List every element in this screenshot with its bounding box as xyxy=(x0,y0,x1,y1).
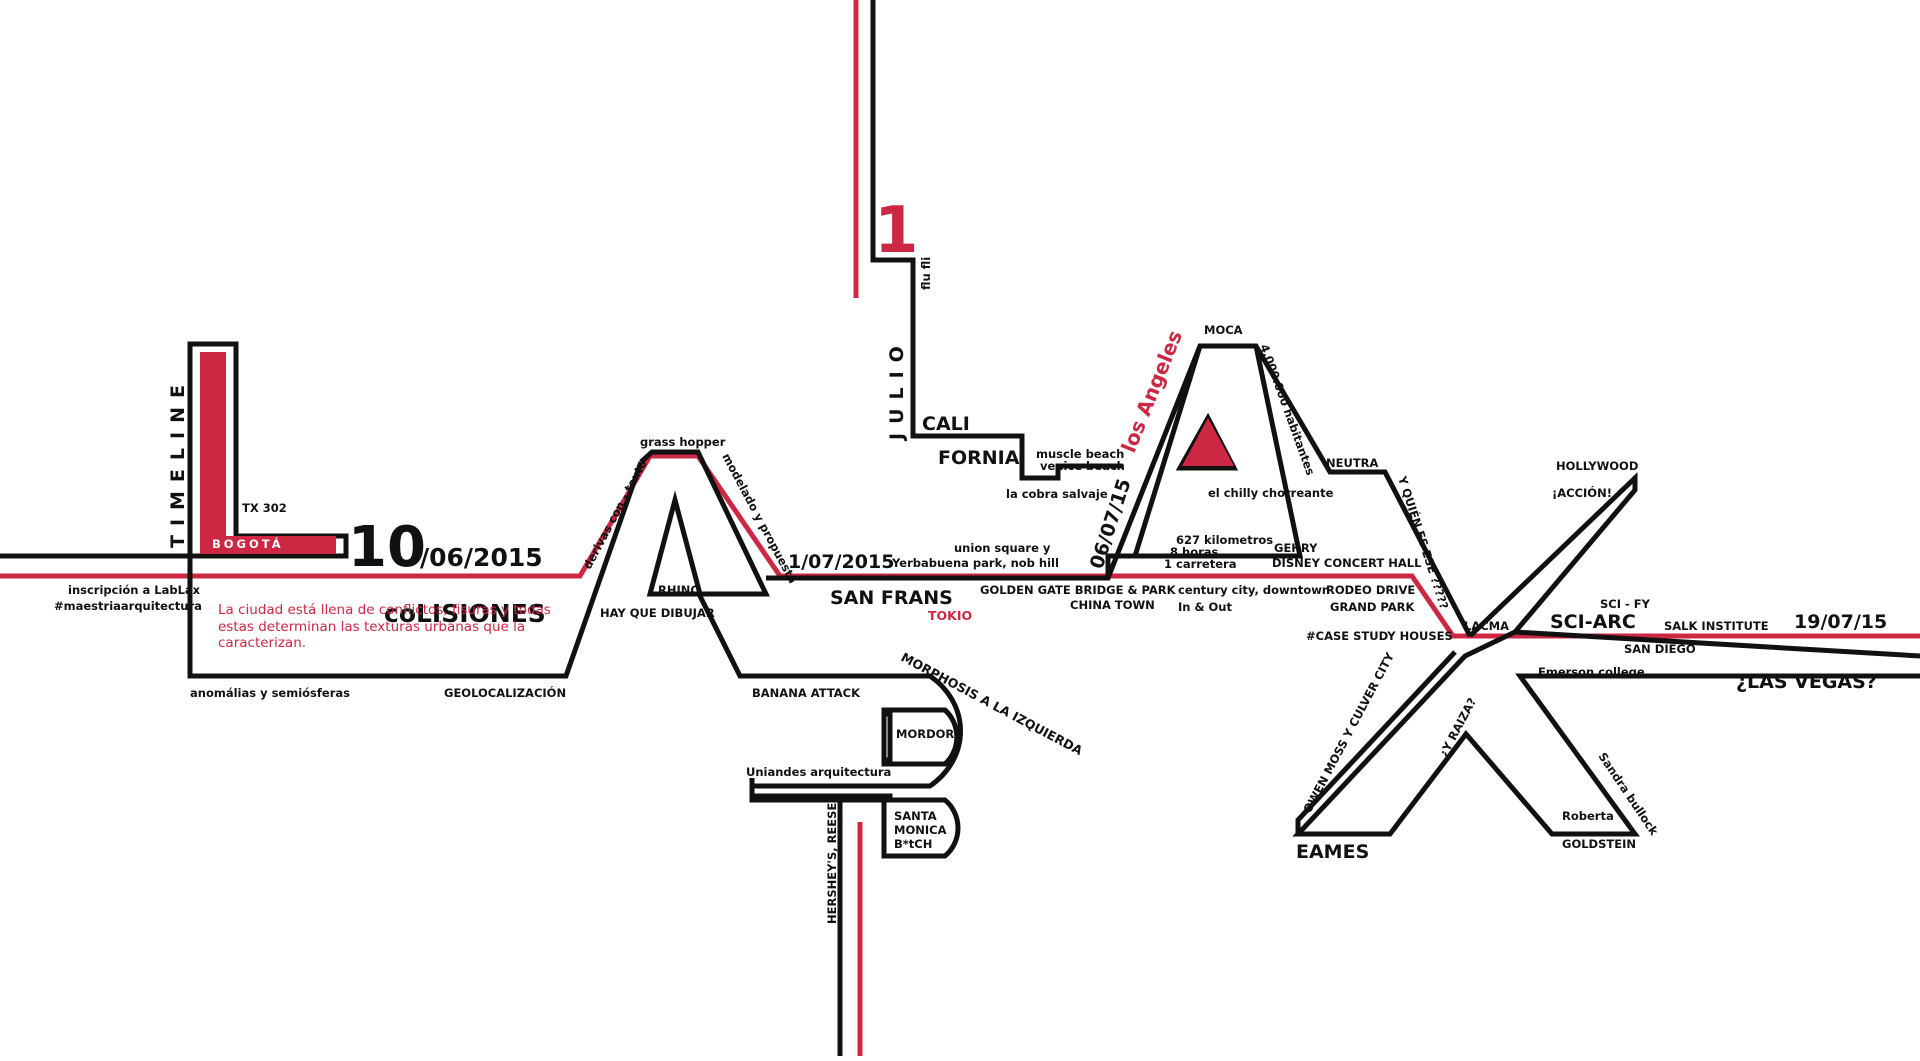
rhino-label: RHINO xyxy=(658,583,700,597)
date-sf: 1/07/2015 xyxy=(788,551,894,573)
day-one: 1 xyxy=(874,194,919,268)
tokio-label: TOKIO xyxy=(928,608,972,623)
rodeo-label: RODEO DRIVE xyxy=(1326,583,1415,597)
gehry-label: GEHRY xyxy=(1274,541,1318,555)
hashtag-label: #maestriaarquitectura xyxy=(54,599,202,613)
cobra-label: la cobra salvaje xyxy=(1006,487,1108,501)
bitch-label: B*tCH xyxy=(894,837,932,851)
monica-label: MONICA xyxy=(894,823,947,837)
salk-label: SALK INSTITUTE xyxy=(1664,619,1769,633)
y-raiza-label: ¿Y RAIZA? xyxy=(1436,695,1479,759)
date-start-day: 10 xyxy=(348,515,426,580)
outline-x-left xyxy=(1295,650,1457,834)
outline-x-lower xyxy=(1292,629,1920,837)
lacma-label: LACMA xyxy=(1464,619,1509,633)
outline-letter-p xyxy=(749,707,960,796)
santa-label: SANTA xyxy=(894,809,937,823)
eames-label: EAMES xyxy=(1296,841,1369,863)
venice-beach-label: venice beach xyxy=(1040,459,1125,473)
outline-letter-a2 xyxy=(1105,345,1203,578)
china-town-label: CHINA TOWN xyxy=(1070,598,1155,612)
los-angeles-label: los Angeles xyxy=(1116,327,1187,456)
case-study-label: #CASE STUDY HOUSES xyxy=(1306,629,1453,643)
neutra-label: NEUTRA xyxy=(1326,456,1379,470)
hollywood-label: HOLLYWOOD xyxy=(1556,459,1638,473)
roberta-label: Roberta xyxy=(1562,809,1614,823)
grass-hopper-label: grass hopper xyxy=(640,435,726,449)
morphosis-label: MORPHOSIS A LA IZQUIERDA xyxy=(899,649,1086,758)
collisions-paragraph: La ciudad está llena de conflictos, fisu… xyxy=(218,602,551,651)
mordor-label: MORDOR xyxy=(896,727,954,741)
disney-label: DISNEY CONCERT HALL xyxy=(1272,556,1422,570)
flu-label: flu fli xyxy=(919,257,933,290)
outline-p-lower xyxy=(881,797,961,859)
cali-label: CALI xyxy=(922,413,970,435)
union-square-label: union square y xyxy=(954,541,1051,555)
carretera-label: 1 carretera xyxy=(1164,557,1236,571)
red-triangle xyxy=(1182,418,1234,466)
horas-label: 8 horas xyxy=(1170,545,1219,559)
outline-left-baseline xyxy=(0,461,644,679)
sci-fy-label: SCI - FY xyxy=(1600,597,1651,611)
hay-que-dibujar-label: HAY QUE DIBUJAR xyxy=(600,606,715,620)
red-main-line xyxy=(0,453,1920,639)
outline-a2-right xyxy=(1135,345,1304,559)
date-end: 19/07/15 xyxy=(1794,611,1887,633)
outline-a1-counter xyxy=(646,490,704,597)
anomalias-label: anomálias y semiósferas xyxy=(190,686,350,700)
outline-julio-step xyxy=(870,0,1122,481)
moca-label: MOCA xyxy=(1204,323,1243,337)
grand-park-label: GRAND PARK xyxy=(1330,600,1415,614)
las-vegas-label: ¿LAS VEGAS? xyxy=(1736,671,1877,693)
fornia-label: FORNIA xyxy=(938,447,1020,469)
century-city-label: century city, downtown xyxy=(1178,583,1330,597)
outline-letter-x xyxy=(1468,472,1920,659)
red-letter-l-stem xyxy=(200,352,226,536)
geolocalizacion-label: GEOLOCALIZACIÓN xyxy=(444,685,566,700)
emerson-label: Emerson college xyxy=(1538,665,1645,679)
red-letter-l-foot xyxy=(200,536,336,554)
hersheys-label: HERSHEY'S, REESES xyxy=(825,794,839,924)
habitantes-label: 4.000.000 habitantes xyxy=(1257,342,1318,477)
julio-word: JULIO xyxy=(886,337,908,442)
muscle-beach-label: muscle beach xyxy=(1036,447,1124,461)
timeline-word: TIMELINE xyxy=(167,376,189,548)
accion-label: ¡ACCIÓN! xyxy=(1552,485,1612,500)
chilly-label: el chilly chorreante xyxy=(1208,486,1334,500)
goldstein-label: GOLDSTEIN xyxy=(1562,837,1636,851)
colisiones-word: coLISIONES xyxy=(384,599,546,628)
in-out-label: In & Out xyxy=(1178,600,1232,614)
inscripcion-label: inscripción a LabLax xyxy=(68,583,201,597)
uniandes-label: Uniandes arquitectura xyxy=(746,765,891,779)
sci-arc-label: SCI-ARC xyxy=(1550,611,1636,633)
date-start-rest: /06/2015 xyxy=(420,543,543,572)
bogota-label: BOGOTÁ xyxy=(212,536,284,551)
outline-p-stem xyxy=(752,793,843,1056)
tx302-label: TX 302 xyxy=(242,501,287,515)
derivas-label: derivas con - texto xyxy=(580,457,649,571)
golden-gate-label: GOLDEN GATE BRIDGE & PARK xyxy=(980,583,1177,597)
km-label: 627 kilometros xyxy=(1176,533,1273,547)
san-frans-label: SAN FRANS xyxy=(830,587,953,609)
yerbabuena-label: Yerbabuena park, nob hill xyxy=(891,556,1059,570)
banana-attack-label: BANANA ATTACK xyxy=(752,686,861,700)
san-diego-label: SAN DIEGO xyxy=(1624,642,1696,656)
